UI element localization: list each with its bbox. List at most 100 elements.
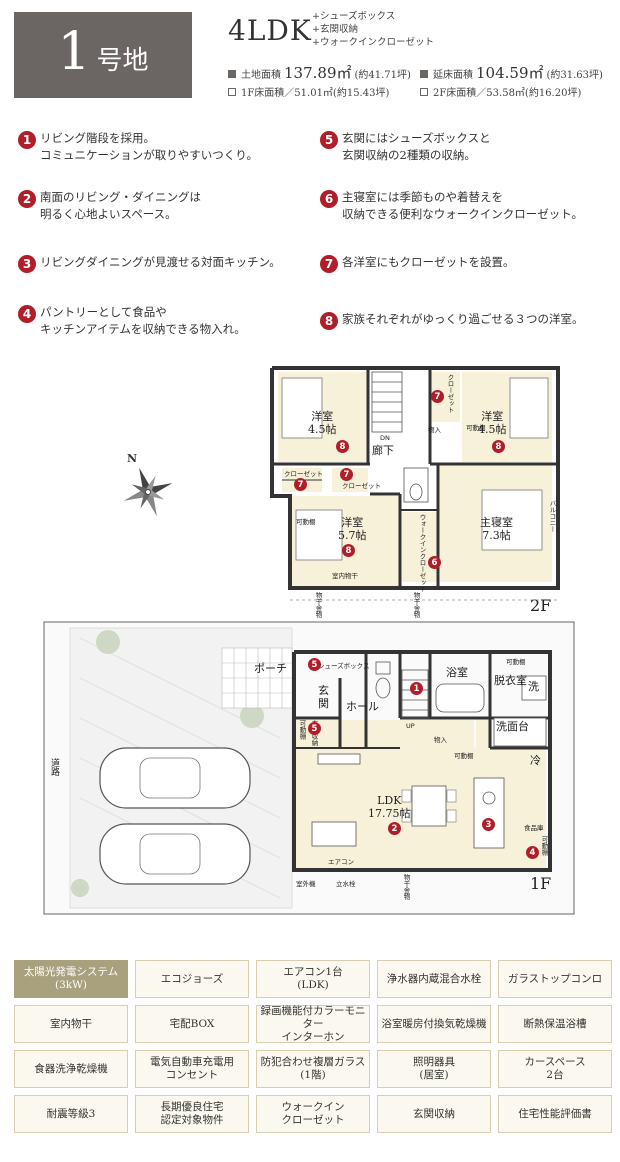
shelf-label: 可動棚 (540, 836, 548, 856)
feature-number: 2 (18, 190, 36, 208)
floor-tag-2f: 2F (530, 596, 552, 615)
equipment-item: カースペース 2台 (498, 1050, 612, 1088)
feature-text: リビングダイニングが見渡せる対面キッチン。 (40, 255, 281, 269)
equipment-item: 食器洗浄乾燥機 (14, 1050, 128, 1088)
shelf-label: 可動棚 (454, 752, 474, 760)
marker-4: 4 (526, 846, 539, 859)
land-area-value: 137.89㎡ (284, 64, 352, 82)
equipment-item: 電気自動車充電用 コンセント (135, 1050, 249, 1088)
floor-plan-1f: ポーチ 玄 関 ホール LDK 17.75帖 浴室 脱衣室 洗 洗面台 冷 UP… (0, 618, 620, 918)
storage-label: 物入 (428, 426, 441, 434)
feature-text: 南面のリビング・ダイニングは 明るく心地よいスペース。 (40, 190, 201, 221)
floor-area-value: 104.59㎡ (476, 64, 544, 82)
room-washstand: 洗面台 (496, 720, 529, 733)
equipment-item: 太陽光発電システム (3kW) (14, 960, 128, 998)
marker-8: 8 (492, 440, 505, 453)
floor-plan-1f-drawing (43, 621, 575, 915)
room-master-bedroom: 主寝室 7.3帖 (480, 516, 513, 542)
extra-item: +シューズボックス (312, 11, 396, 22)
feature-number: 3 (18, 255, 36, 273)
marker-5: 5 (308, 658, 321, 671)
equipment-item: 浴室暖房付換気乾燥機 (377, 1005, 491, 1043)
marker-2: 2 (388, 822, 401, 835)
stair-down-label: DN (380, 434, 390, 442)
shelf-label: 可動棚 (298, 720, 306, 740)
equipment-item: エコジョーズ (135, 960, 249, 998)
equipment-item: 住宅性能評価書 (498, 1095, 612, 1133)
equipment-item: 断熱保温浴槽 (498, 1005, 612, 1043)
room-western-b: 洋室 4.5帖 (478, 410, 507, 436)
equipment-item: 防犯合わせ複層ガラス (1階) (256, 1050, 370, 1088)
pipe-label: 物干金物 (314, 592, 322, 618)
equipment-item: 宅配BOX (135, 1005, 249, 1043)
equipment-item: 録画機能付カラーモニター インターホン (256, 1005, 370, 1043)
marker-3: 3 (482, 818, 495, 831)
room-hall: ホール (346, 700, 379, 713)
balcony-label: バルコニー (548, 500, 556, 533)
shelf-label: 可動棚 (506, 658, 526, 666)
compass-north-label: N (127, 452, 138, 465)
plan-type: 4LDK (228, 14, 312, 47)
floor-area: 延床面積 104.59㎡ (約31.63坪) (420, 62, 603, 83)
water-tap-label: 立水栓 (336, 880, 356, 888)
equipment-item: エアコン1台 (LDK) (256, 960, 370, 998)
feature-text: 各洋室にもクローゼットを設置。 (342, 255, 515, 269)
marker-7: 7 (431, 390, 444, 403)
marker-1: 1 (410, 682, 423, 695)
marker-8: 8 (336, 440, 349, 453)
marker-7: 7 (340, 468, 353, 481)
room-hallway: 廊下 (372, 444, 394, 457)
pipe-label: 物干金物 (412, 592, 420, 618)
feature-8: 8 家族それぞれがゆっくり過ごせる３つの洋室。 (320, 311, 584, 330)
square-outline-icon (228, 88, 236, 96)
wic-label: ウォークインクローゼット (418, 514, 426, 592)
room-porch: ポーチ (254, 662, 287, 675)
floor-plan-2f: 洋室 4.5帖 洋室 4.5帖 洋室 5.7帖 主寝室 7.3帖 廊下 DN ク… (0, 360, 620, 618)
room-entrance: 玄 関 (318, 684, 329, 710)
equipment-item: 照明器具 (居室) (377, 1050, 491, 1088)
feature-6: 6 主寝室には季節ものや着替えを 収納できる便利なウォークインクローゼット。 (320, 189, 583, 223)
lot-badge: 1 号地 (14, 12, 192, 98)
feature-7: 7 各洋室にもクローゼットを設置。 (320, 254, 515, 273)
closet-label: クローゼット (446, 374, 454, 413)
equipment-grid: 太陽光発電システム (3kW) エコジョーズ エアコン1台 (LDK) 浄水器内… (14, 960, 612, 1133)
feature-number: 4 (18, 305, 36, 323)
plan-extras: +シューズボックス +玄関収納 +ウォークインクローゼット (312, 10, 434, 49)
washer-label: 洗 (528, 680, 539, 693)
floor-area-tsubo: (約31.63坪) (546, 70, 603, 81)
room-western-c: 洋室 5.7帖 (338, 516, 367, 542)
f2-area-text: 2F床面積／53.58㎡(約16.20坪) (433, 88, 582, 99)
lot-number: 1 (57, 22, 91, 82)
feature-text: リビング階段を採用。 コミュニケーションが取りやすいつくり。 (40, 131, 259, 162)
aircon-label: エアコン (328, 858, 354, 866)
square-filled-icon (228, 70, 236, 78)
marker-8: 8 (342, 544, 355, 557)
feature-number: 6 (320, 190, 338, 208)
square-filled-icon (420, 70, 428, 78)
pipe-label: 物干金物 (402, 874, 410, 900)
equipment-item: 室内物干 (14, 1005, 128, 1043)
equipment-item: 玄関収納 (377, 1095, 491, 1133)
land-area-tsubo: (約41.71坪) (354, 70, 411, 81)
feature-number: 7 (320, 255, 338, 273)
equipment-item: 長期優良住宅 認定対象物件 (135, 1095, 249, 1133)
fridge-label: 冷 (530, 754, 541, 767)
extra-item: +玄関収納 (312, 24, 358, 35)
shoebox-label: シューズボックス (318, 662, 370, 670)
marker-5: 5 (308, 722, 321, 735)
equipment-item: 浄水器内蔵混合水栓 (377, 960, 491, 998)
shelf-label: 可動棚 (466, 424, 486, 432)
feature-4: 4 パントリーとして食品や キッチンアイテムを収納できる物入れ。 (18, 304, 246, 338)
shelf-label: 可動棚 (296, 518, 316, 526)
feature-text: 玄関にはシューズボックスと 玄関収納の2種類の収納。 (342, 131, 491, 162)
feature-number: 1 (18, 131, 36, 149)
pantry-label: 食品庫 (524, 824, 544, 832)
closet-label: クローゼット (342, 482, 381, 490)
compass-rose-icon (123, 467, 173, 517)
feature-5: 5 玄関にはシューズボックスと 玄関収納の2種類の収納。 (320, 130, 491, 164)
land-area-label: 土地面積 (241, 70, 281, 81)
room-bath: 浴室 (446, 666, 468, 679)
marker-6: 6 (428, 556, 441, 569)
f1-area-text: 1F床面積／51.01㎡(約15.43坪) (241, 88, 390, 99)
room-ldk: LDK 17.75帖 (368, 794, 411, 820)
